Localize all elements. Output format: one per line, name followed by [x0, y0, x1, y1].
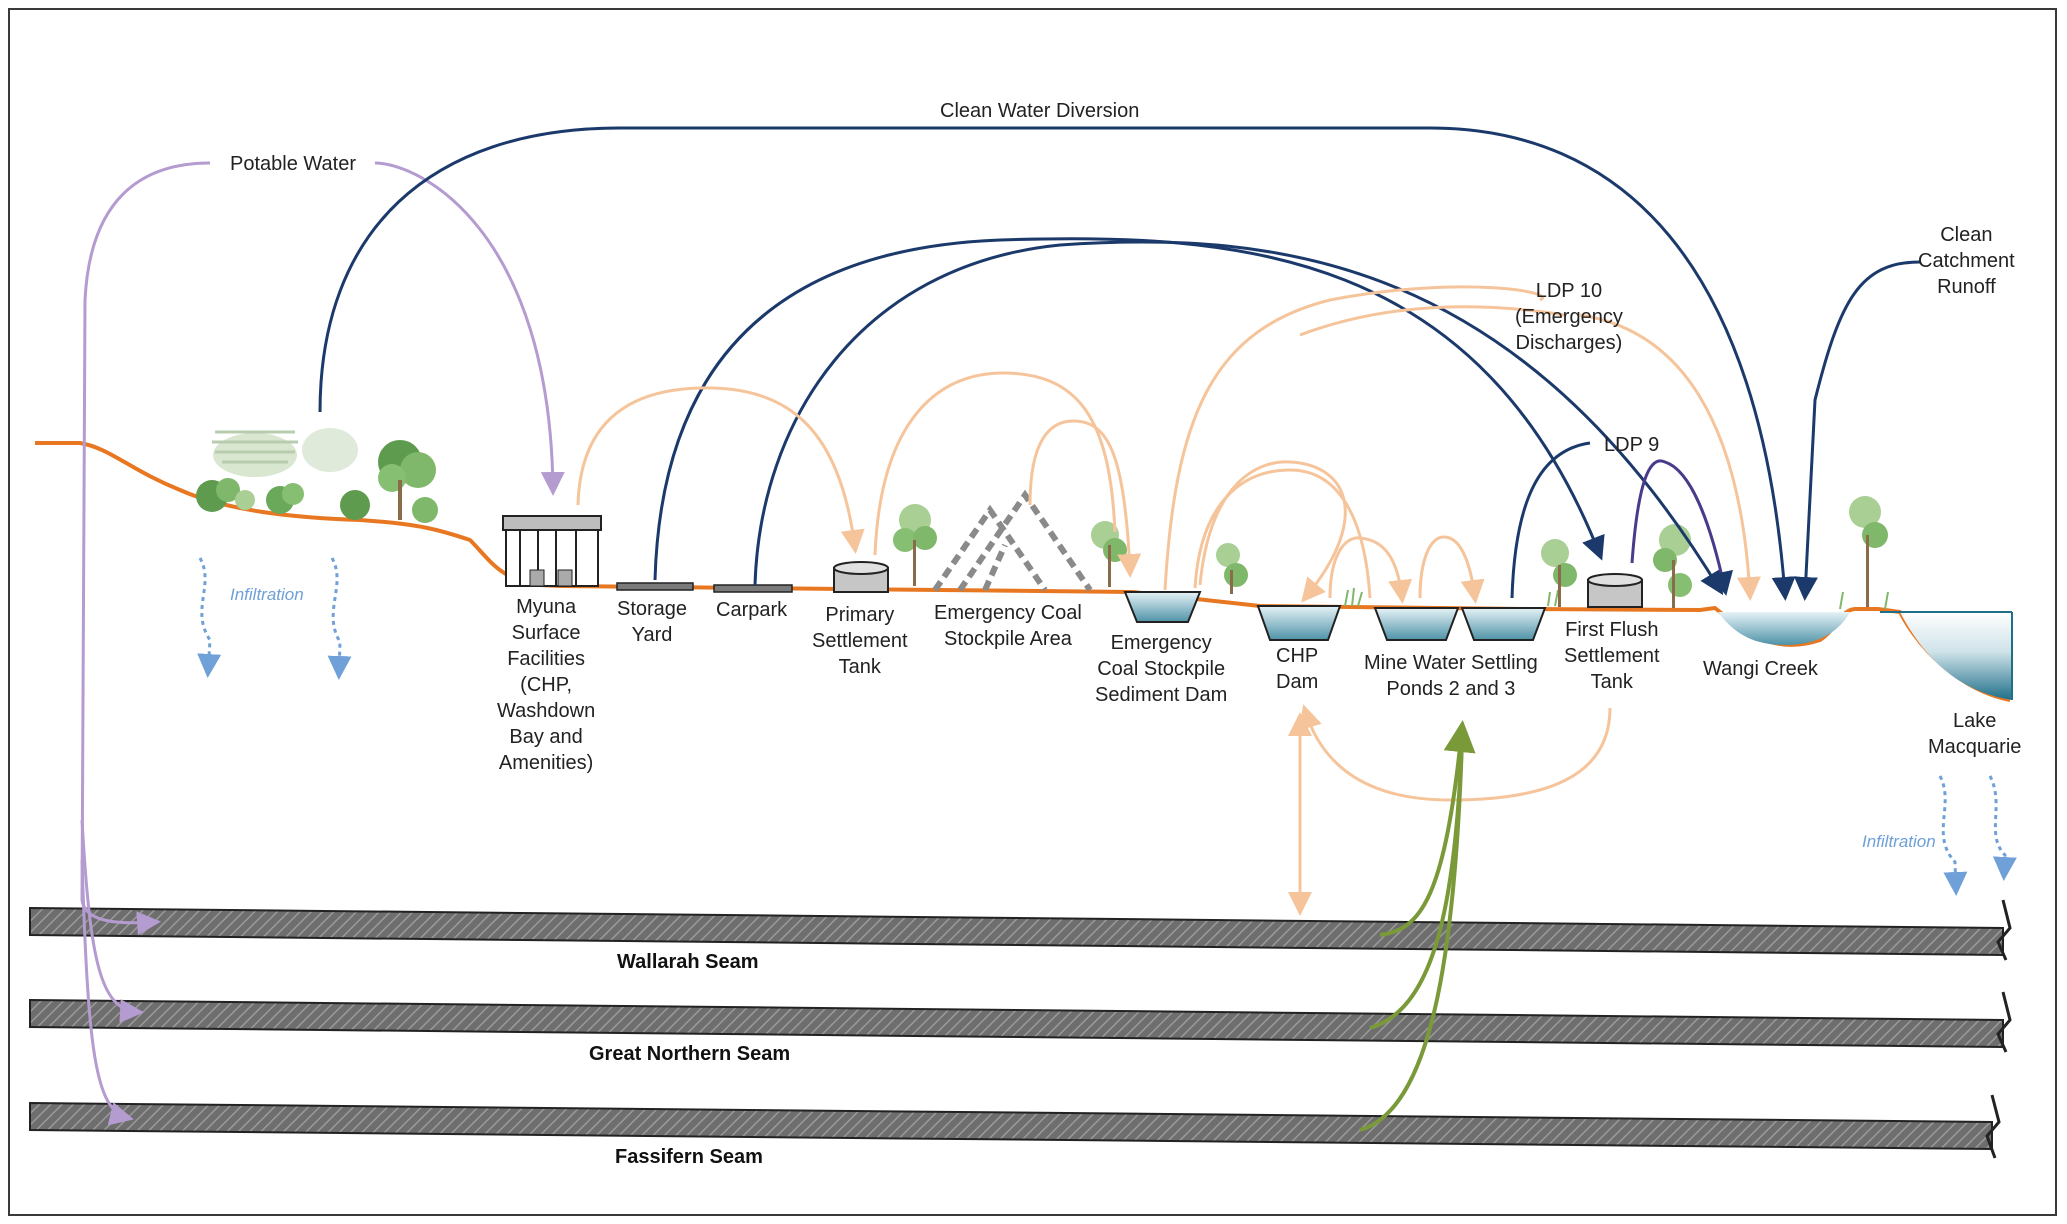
grass-ponds [1344, 587, 1559, 607]
label-ldp9: LDP 9 [1604, 434, 1660, 456]
label-chp-dam: CHP Dam [1276, 645, 1319, 693]
label-carpark: Carpark [716, 599, 788, 621]
ldp9-flow [1630, 459, 1733, 596]
label-potable-water: Potable Water [230, 153, 356, 175]
primary-settlement-tank-icon [833, 561, 889, 593]
label-emergency-stockpile-area: Emergency Coal Stockpile Area [934, 602, 1082, 650]
infiltration-arrows [197, 557, 2017, 896]
chp-dam-icon [1256, 605, 1342, 641]
trees-primary-tank [893, 504, 937, 586]
label-lake-macquarie: Lake Macquarie [1928, 710, 2022, 758]
storage-yard-pad [616, 582, 694, 591]
potable-water-flows [80, 161, 565, 1126]
label-clean-catchment-runoff: Clean Catchment Runoff [1918, 224, 2015, 298]
settling-pond-3-icon [1460, 607, 1547, 641]
label-seam-fassifern: Fassifern Seam [615, 1146, 763, 1168]
trees-wangi [1839, 496, 1889, 610]
wangi-creek-water [1718, 612, 1850, 645]
diagram-frame [8, 8, 2057, 1216]
emergency-stockpile-icon [932, 489, 1093, 592]
label-storage-yard: Storage Yard [617, 598, 688, 646]
label-wangi-creek: Wangi Creek [1703, 658, 1818, 680]
label-first-flush-tank: First Flush Settlement Tank [1564, 619, 1660, 693]
label-seam-great-northern: Great Northern Seam [589, 1043, 791, 1065]
seam-fassifern [29, 1094, 2001, 1159]
carpark-pad [713, 584, 793, 593]
seam-great-northern [29, 991, 2012, 1053]
trees-stockpile [1091, 521, 1127, 587]
label-primary-settlement-tank: Primary Settlement Tank [812, 604, 908, 678]
label-ldp10: LDP 10 (Emergency Discharges) [1515, 280, 1623, 354]
groundwater-flows [1359, 720, 1476, 1132]
lake-macquarie-water [1900, 612, 2012, 700]
mine-water-flows [576, 285, 1761, 916]
label-seam-wallarah: Wallarah Seam [617, 951, 759, 973]
label-sediment-dam: Emergency Coal Stockpile Sediment Dam [1095, 632, 1228, 706]
seam-wallarah [29, 899, 2012, 961]
myuna-building-icon [502, 515, 602, 587]
label-myuna-facilities: Myuna Surface Facilities (CHP, Washdown … [497, 596, 596, 774]
label-infiltration-right: Infiltration [1862, 832, 1936, 851]
sediment-dam-icon [1123, 591, 1202, 623]
label-settling-ponds: Mine Water Settling Ponds 2 and 3 [1364, 652, 1538, 700]
vegetation-left [196, 428, 438, 523]
first-flush-tank-icon [1587, 573, 1643, 608]
settling-pond-2-icon [1373, 607, 1460, 641]
trees-sediment [1216, 543, 1248, 594]
label-clean-water-diversion: Clean Water Diversion [940, 100, 1140, 122]
label-infiltration-left: Infiltration [230, 585, 304, 604]
